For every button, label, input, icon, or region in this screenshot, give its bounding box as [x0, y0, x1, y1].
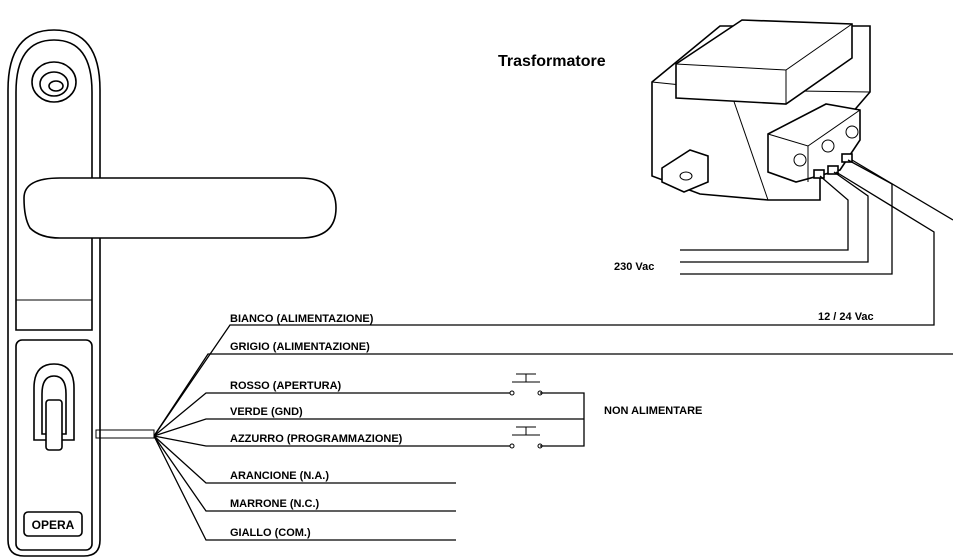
door-handle-drawing: OPERA — [7, 29, 337, 557]
primary-voltage-label: 230 Vac — [614, 261, 654, 273]
secondary-voltage-label: 12 / 24 Vac — [818, 311, 874, 323]
wire-label-giallo: GIALLO (COM.) — [230, 527, 311, 539]
wire-label-bianco: BIANCO (ALIMENTAZIONE) — [230, 313, 374, 325]
wire-labels: BIANCO (ALIMENTAZIONE) GRIGIO (ALIMENTAZ… — [230, 313, 403, 539]
non-alimentare-note: NON ALIMENTARE — [604, 405, 702, 417]
wire-label-rosso: ROSSO (APERTURA) — [230, 380, 342, 392]
wire-label-grigio: GRIGIO (ALIMENTAZIONE) — [230, 341, 370, 353]
transformer-wires — [540, 159, 953, 326]
wire-label-marrone: MARRONE (N.C.) — [230, 498, 320, 510]
push-button-programmazione — [509, 426, 543, 449]
opera-logo: OPERA — [32, 518, 75, 532]
wire-label-azzurro: AZZURRO (PROGRAMMAZIONE) — [230, 433, 403, 445]
transformer-drawing — [651, 19, 871, 201]
push-button-apertura — [509, 373, 585, 447]
wire-label-verde: VERDE (GND) — [230, 406, 303, 418]
transformer-title: Trasformatore — [498, 53, 606, 70]
cable-fanout — [153, 324, 953, 541]
wire-label-arancione: ARANCIONE (N.A.) — [230, 470, 329, 482]
